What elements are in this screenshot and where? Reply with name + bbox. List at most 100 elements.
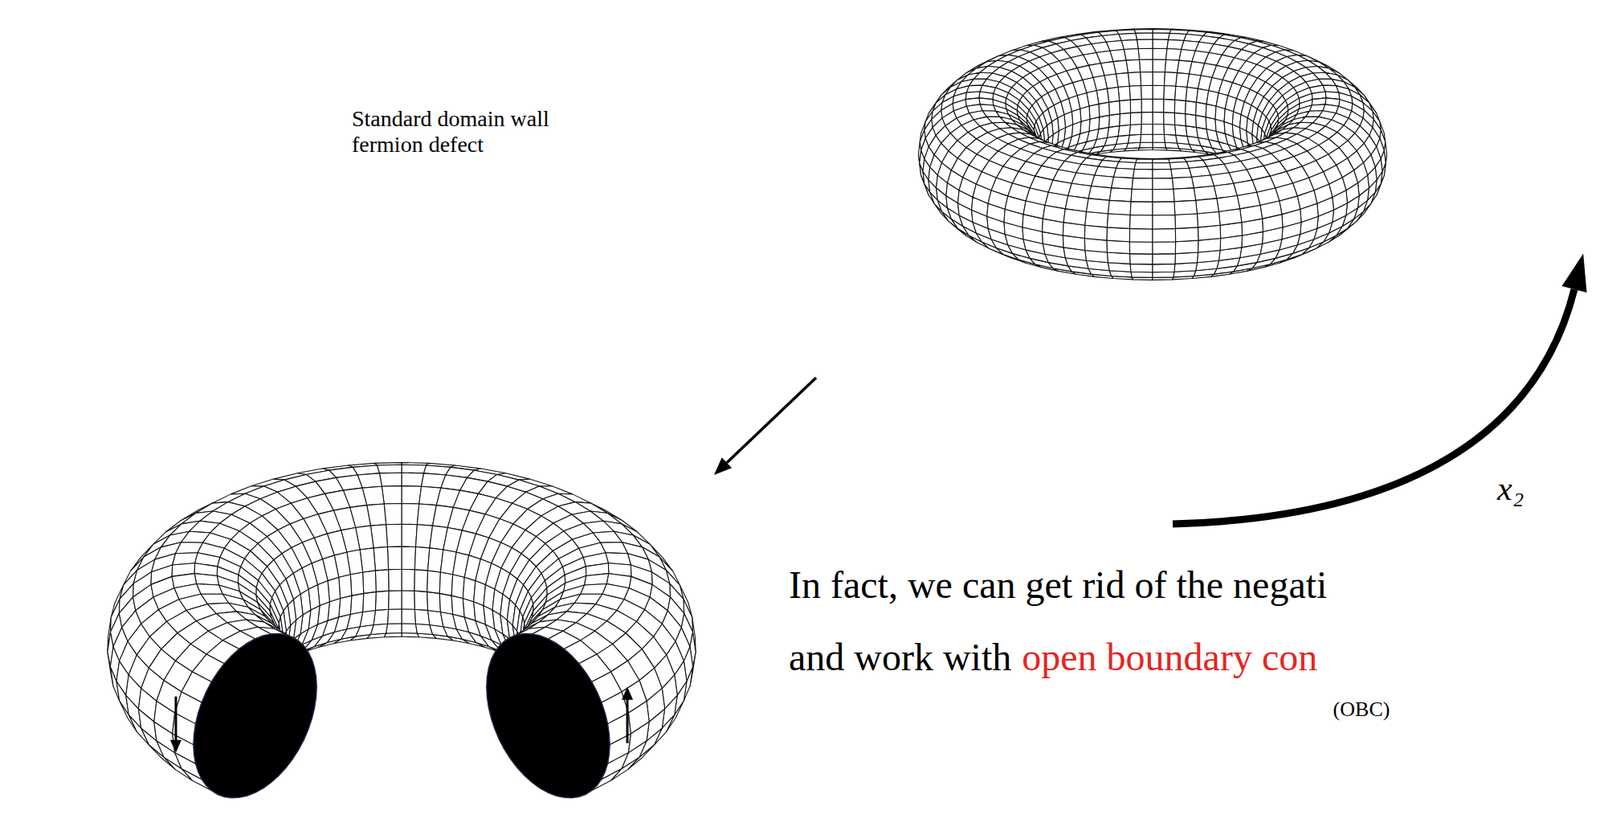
- mesh-cell: [381, 485, 402, 504]
- mesh-cell: [1152, 32, 1170, 40]
- pointer-arrow: [714, 377, 817, 475]
- mesh-cell: [1240, 204, 1263, 222]
- mesh-cell: [1171, 167, 1192, 178]
- mesh-cell: [373, 546, 389, 571]
- mesh-cell: [1152, 111, 1164, 124]
- callout-label: Standard domain wall fermion defect: [351, 106, 577, 158]
- mesh-cell: [1129, 228, 1153, 242]
- body-text: and work with: [788, 634, 1012, 679]
- mesh-cell: [1174, 200, 1197, 215]
- mesh-cell: [1089, 103, 1100, 119]
- mesh-cell: [338, 595, 352, 617]
- arrow-head: [170, 739, 182, 753]
- mesh-cell: [1205, 103, 1217, 119]
- mesh-cell: [1152, 134, 1165, 143]
- mesh-cell: [1088, 186, 1112, 201]
- mesh-cell: [1140, 134, 1153, 143]
- mesh-cell: [1195, 102, 1207, 117]
- mesh-cell: [1141, 111, 1153, 124]
- mesh-cell: [1130, 271, 1153, 278]
- mesh-cell: [1109, 100, 1121, 115]
- mesh-cell: [379, 472, 402, 486]
- mesh-cell: [1152, 188, 1175, 202]
- mesh-cell: [1129, 124, 1142, 136]
- mesh-cell: [1141, 123, 1153, 135]
- mesh-cell: [1138, 59, 1153, 73]
- mesh-cell: [1108, 200, 1131, 215]
- arrow-shaft: [174, 696, 177, 742]
- mesh-cell: [1185, 100, 1197, 115]
- mesh-cell: [1163, 112, 1176, 126]
- mesh-cell: [383, 502, 402, 524]
- body-text: In fact, we can get rid of the negati: [788, 562, 1327, 607]
- mesh-cell: [1106, 252, 1131, 264]
- mesh-cell: [1152, 263, 1176, 272]
- mesh-cell: [1085, 211, 1109, 227]
- mesh-cell: [1175, 213, 1199, 229]
- mesh-cell: [1174, 99, 1186, 115]
- mesh-cell: [1113, 167, 1135, 178]
- mesh-cell: [1130, 215, 1153, 229]
- mesh-cell: [373, 608, 389, 625]
- mesh-cell: [1196, 211, 1221, 227]
- mesh-cell: [401, 623, 417, 633]
- arrow-shaft: [626, 697, 629, 743]
- mesh-cell: [1118, 85, 1131, 101]
- cut-torus-mesh: [107, 462, 696, 798]
- direction-arc-arrow: [1172, 253, 1588, 524]
- mesh-cell: [1042, 204, 1066, 222]
- orientation-arrow: [170, 696, 182, 753]
- mesh-cell: [1163, 72, 1177, 86]
- mesh-cell: [1106, 227, 1130, 242]
- axis-label: x₂: [1497, 469, 1524, 508]
- mesh-cell: [363, 570, 377, 593]
- mesh-cell: [1130, 253, 1153, 265]
- mesh-cell: [1111, 176, 1134, 189]
- mesh-cell: [1133, 168, 1153, 179]
- mesh-cell: [1129, 85, 1142, 100]
- mesh-cell: [387, 546, 402, 570]
- orientation-arrow: [621, 686, 633, 743]
- mesh-cell: [1106, 213, 1131, 229]
- mesh-cell: [427, 570, 441, 593]
- mesh-cell: [1173, 187, 1196, 202]
- torus-mesh: [918, 28, 1387, 281]
- mesh-cell: [451, 595, 465, 617]
- mesh-cell: [363, 591, 377, 612]
- mesh-cell: [1195, 198, 1220, 214]
- mesh-cell: [350, 592, 364, 614]
- mesh-cell: [414, 590, 429, 610]
- mesh-cell: [1063, 208, 1086, 225]
- mesh-cell: [1023, 200, 1045, 219]
- mesh-cell: [1130, 188, 1153, 202]
- mesh-cell: [1084, 224, 1107, 241]
- mesh-cell: [1152, 48, 1168, 60]
- mesh-cell: [1175, 240, 1198, 254]
- mesh-cell: [1175, 227, 1198, 242]
- mesh-cell: [439, 571, 453, 596]
- mesh-cell: [1164, 59, 1180, 73]
- mesh-cell: [1171, 176, 1194, 189]
- mesh-cell: [439, 592, 453, 614]
- mesh-cell: [1118, 124, 1131, 136]
- mesh-cell: [375, 590, 389, 610]
- mesh-cell: [414, 546, 430, 571]
- mesh-cell: [1152, 59, 1167, 73]
- mesh-cell: [1130, 98, 1142, 113]
- mesh-cell: [584, 573, 609, 585]
- mesh-cell: [1152, 228, 1176, 242]
- mesh-cell: [1136, 39, 1153, 49]
- mesh-cell: [1109, 114, 1121, 128]
- mesh-cell: [194, 573, 219, 585]
- abbreviation: (OBC): [1333, 697, 1391, 722]
- mesh-cell: [386, 523, 402, 547]
- mesh-cell: [451, 574, 465, 599]
- mesh-cell: [1175, 85, 1188, 101]
- mesh-cell: [1152, 168, 1172, 179]
- arrow-head: [621, 686, 633, 700]
- mesh-cell: [1174, 112, 1186, 126]
- mesh-cell: [350, 571, 364, 596]
- mesh-cell: [1086, 198, 1111, 214]
- mesh-cell: [1109, 187, 1132, 202]
